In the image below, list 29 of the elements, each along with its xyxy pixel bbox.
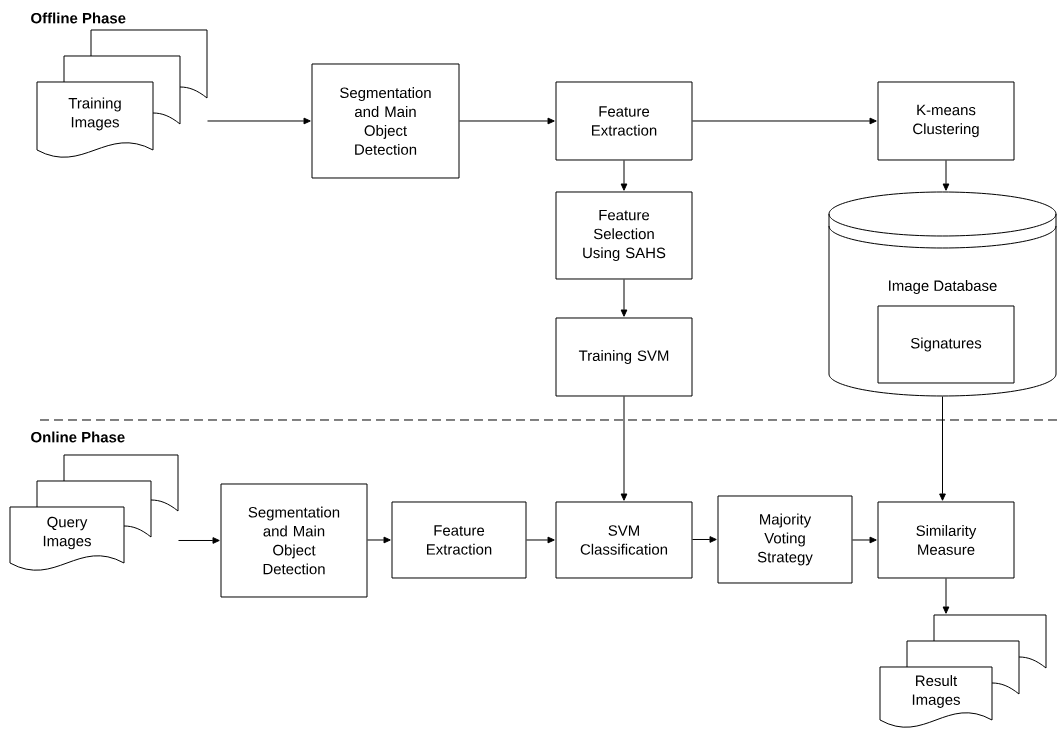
process-box: Segmentation and Main Object Detection <box>220 483 368 598</box>
process-box: SVM Classification <box>555 501 693 579</box>
process-box: K-means Clustering <box>877 81 1015 161</box>
arrow <box>620 160 628 191</box>
arrow <box>939 396 946 501</box>
document-stack: Training Images <box>36 29 208 158</box>
arrow <box>178 537 220 544</box>
document-stack: Result Images <box>879 614 1047 728</box>
process-box: Similarity Measure <box>877 501 1015 579</box>
process-box: Segmentation and Main Object Detection <box>311 63 460 179</box>
arrow <box>692 117 877 125</box>
arrow <box>459 117 555 125</box>
arrow <box>207 117 311 125</box>
arrow <box>692 536 717 543</box>
process-box: Feature Selection Using SAHS <box>555 191 693 280</box>
process-box: Majority Voting Strategy <box>717 495 853 584</box>
process-box: Training SVM <box>555 317 693 397</box>
process-box: Feature Extraction <box>391 501 527 579</box>
document-stack: Query Images <box>9 454 179 571</box>
arrow <box>620 279 628 317</box>
arrow <box>620 396 628 501</box>
arrow <box>367 536 391 544</box>
arrow <box>526 536 555 544</box>
arrow <box>942 578 950 614</box>
process-box: Signatures <box>877 305 1015 384</box>
arrow <box>942 160 950 191</box>
node-label: Image Database <box>889 280 997 294</box>
process-box: Feature Extraction <box>555 81 693 161</box>
arrow <box>852 536 877 544</box>
